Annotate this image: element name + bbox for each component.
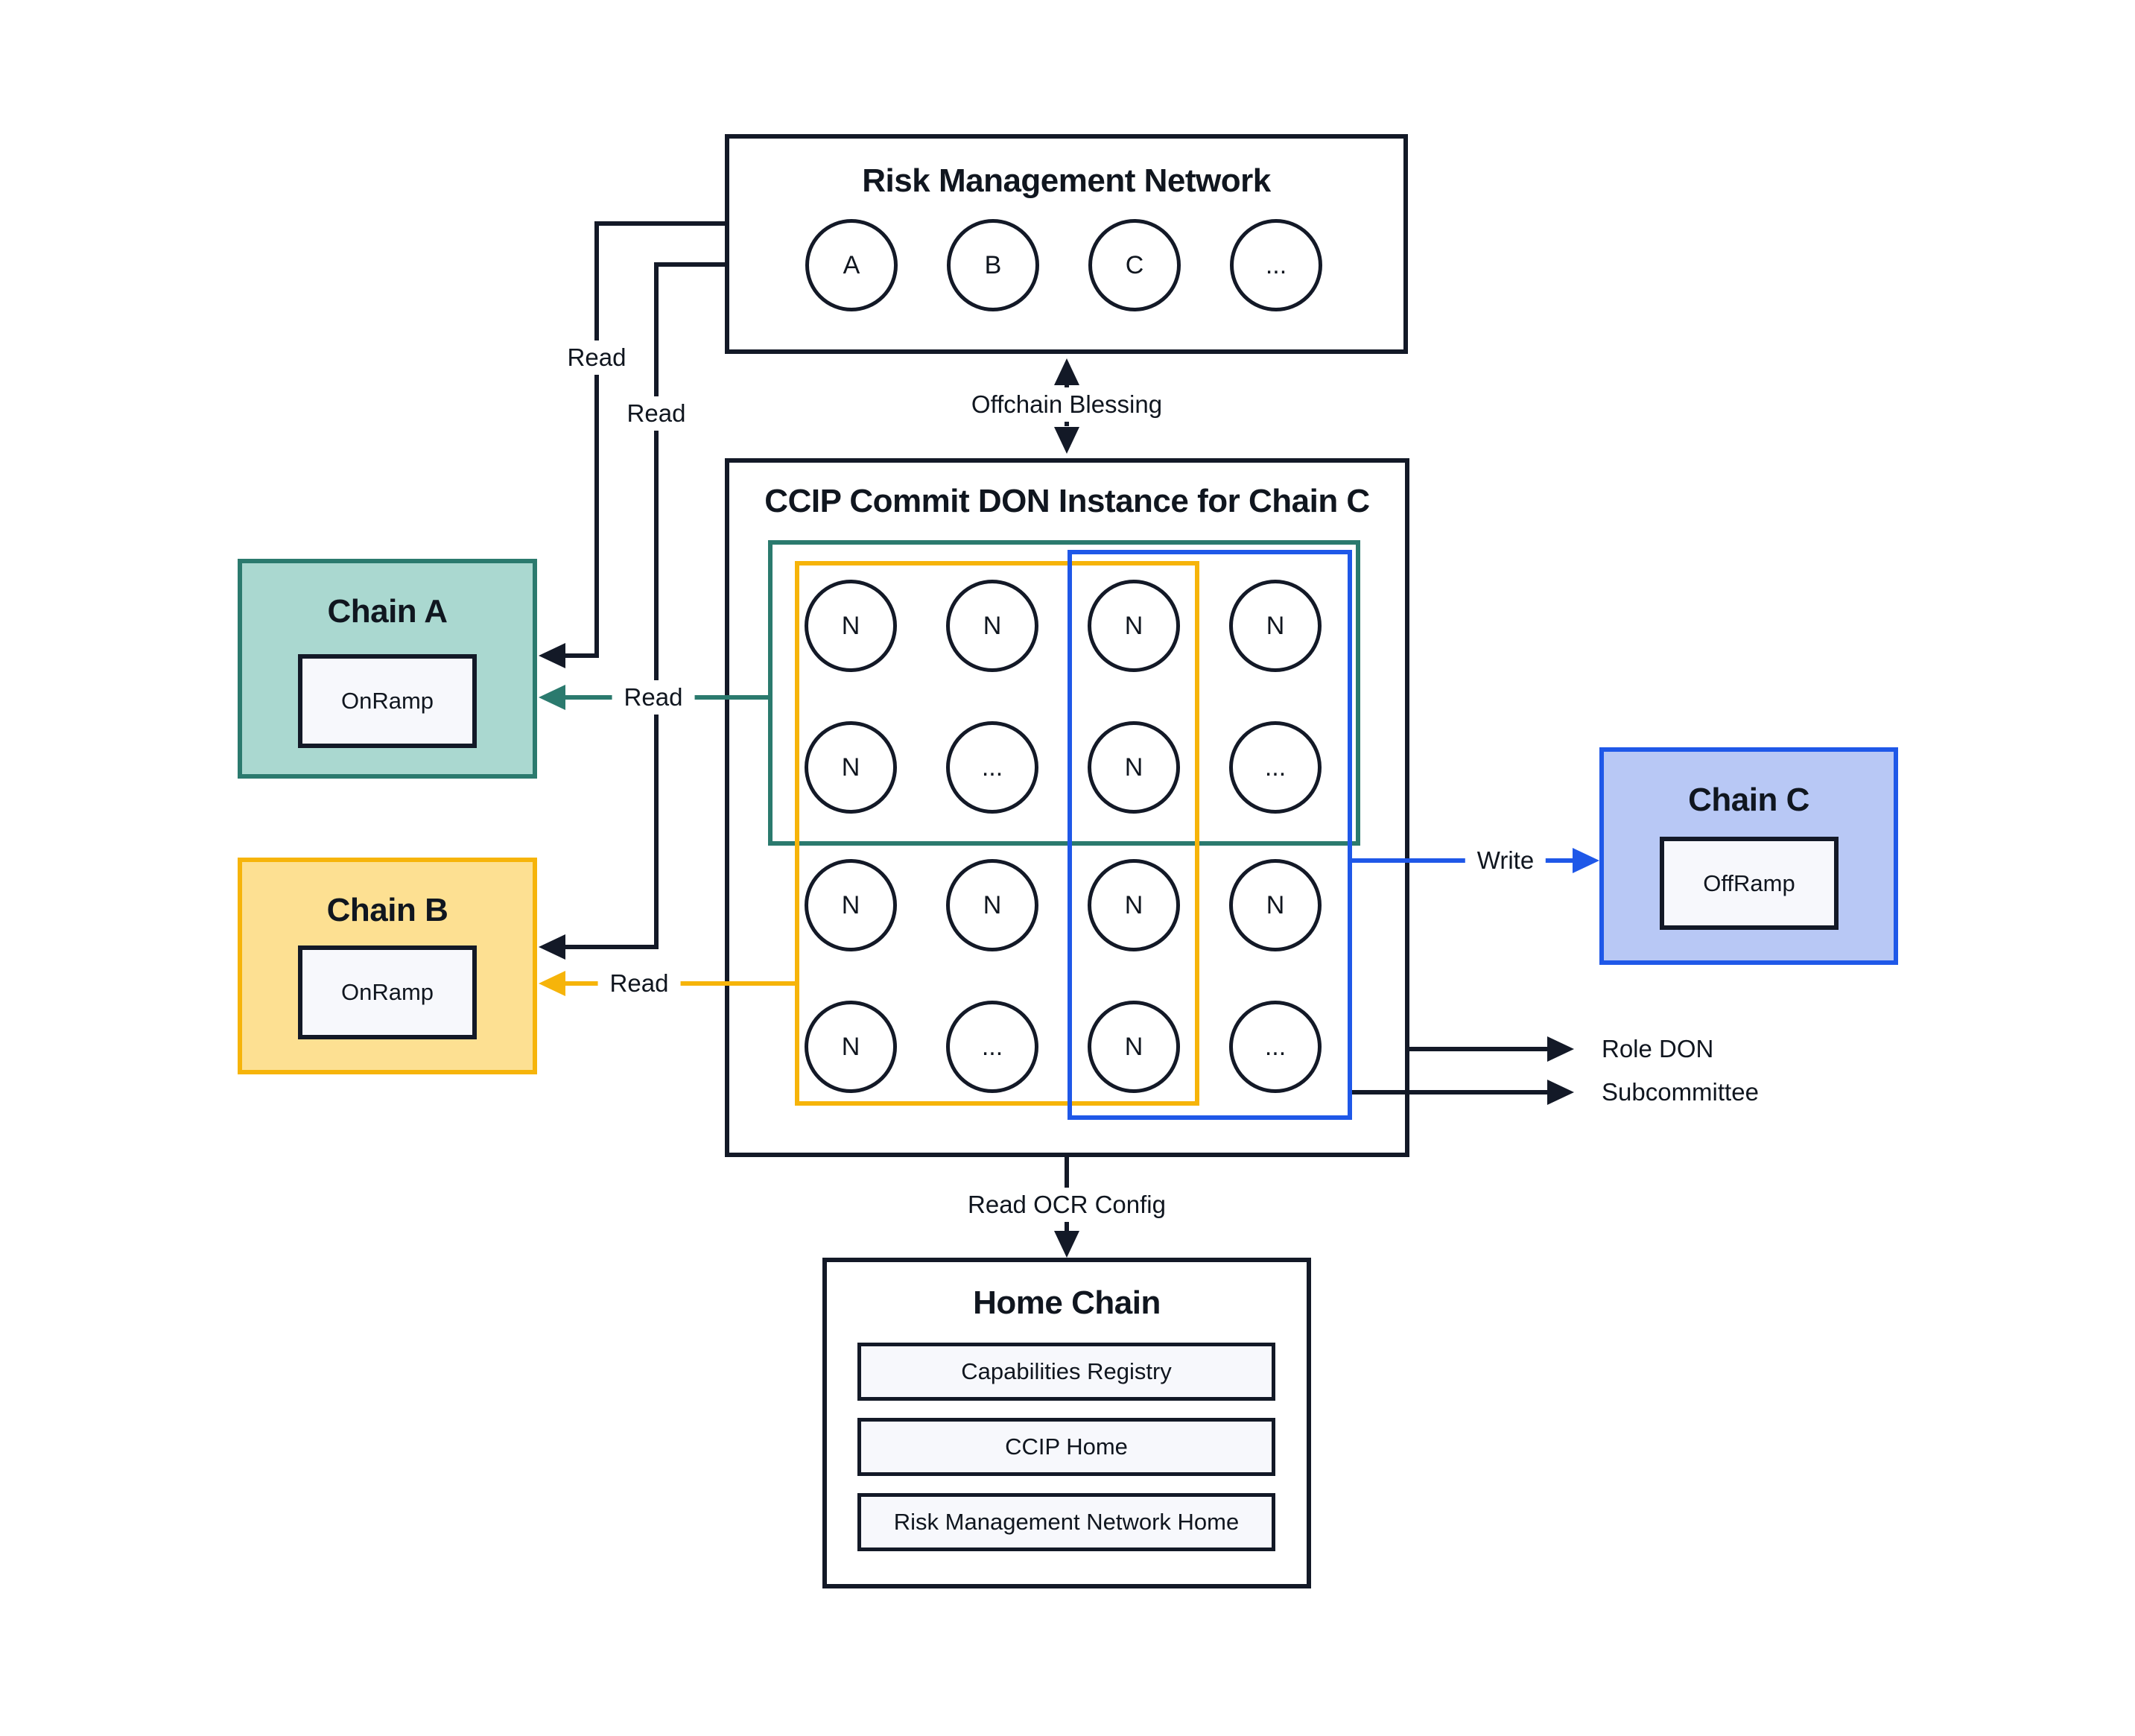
don-node: N [1229,859,1322,951]
arrowhead-role-don [1547,1036,1574,1062]
arrowhead-into-ccip [1054,427,1079,454]
edge-rmn-read-b-line [654,262,725,267]
arrowhead-into-home-chain [1054,1231,1079,1258]
edge-rmn-read-a-line [594,221,599,658]
arrowhead-into-chain-b [539,934,565,960]
edge-rmn-read-a-line [594,221,725,226]
don-node: ... [1229,721,1322,814]
don-node: N [946,859,1038,951]
rmn-node-b: B [947,219,1039,311]
rmn-node-c: C [1088,219,1181,311]
don-node: N [1088,580,1180,672]
rmn-node-a: A [805,219,898,311]
arrowhead-into-chain-c [1573,848,1599,873]
risk-management-network-title: Risk Management Network [862,162,1271,199]
edge-rmn-read-a-line [565,653,599,658]
edge-don-read-a-label: Read [612,680,695,715]
arrowhead-into-rmn [1054,358,1079,385]
don-node: ... [946,1001,1038,1093]
read-chain-b-committee-rect [795,561,1199,1106]
chain-c-title: Chain C [1688,782,1809,818]
don-node: ... [1229,1001,1322,1093]
don-node: N [805,721,897,814]
edge-read-ocr-label: Read OCR Config [956,1188,1178,1222]
edge-don-read-b-label: Read [597,966,681,1001]
don-node: N [946,580,1038,672]
don-node: N [1229,580,1322,672]
edge-role-don-label: Role DON [1602,1032,1714,1066]
edge-rmn-read-b-label: Read [615,396,698,431]
edge-write-c-line [1352,858,1573,863]
don-node: ... [946,721,1038,814]
don-node: N [1088,721,1180,814]
edge-rmn-read-a-label: Read [555,340,638,375]
edge-role-don-line [1409,1047,1547,1051]
capabilities-registry-box: Capabilities Registry [857,1343,1275,1401]
edge-subcommittee-line [1352,1090,1547,1094]
edge-offchain-blessing-label: Offchain Blessing [959,387,1175,422]
rmn-home-box: Risk Management Network Home [857,1493,1275,1551]
don-node: N [805,580,897,672]
subcommittee-rect [1068,550,1352,1120]
ccip-home-box: CCIP Home [857,1418,1275,1476]
chain-b-onramp-box: OnRamp [298,945,477,1039]
arrowhead-into-chain-a [539,643,565,668]
chain-c-offramp-box: OffRamp [1660,837,1839,930]
don-node: N [1088,859,1180,951]
chain-a-onramp-box: OnRamp [298,654,477,748]
home-chain-title: Home Chain [973,1284,1161,1321]
edge-write-c-label: Write [1465,843,1546,878]
edge-subcommittee-label: Subcommittee [1602,1075,1759,1109]
don-node: N [1088,1001,1180,1093]
chain-b-title: Chain B [326,892,448,928]
ccip-commit-don-title: CCIP Commit DON Instance for Chain C [764,483,1370,519]
arrowhead-into-chain-a-teal [539,685,565,710]
chain-a-title: Chain A [327,593,448,630]
edge-rmn-read-b-line [654,262,659,949]
arrowhead-subcommittee [1547,1080,1574,1105]
read-chain-a-committee-rect [768,540,1360,846]
rmn-node-ellipsis: ... [1230,219,1322,311]
don-node: N [805,859,897,951]
don-node: N [805,1001,897,1093]
arrowhead-into-chain-b-yellow [539,971,565,996]
edge-rmn-read-b-line [565,945,654,949]
